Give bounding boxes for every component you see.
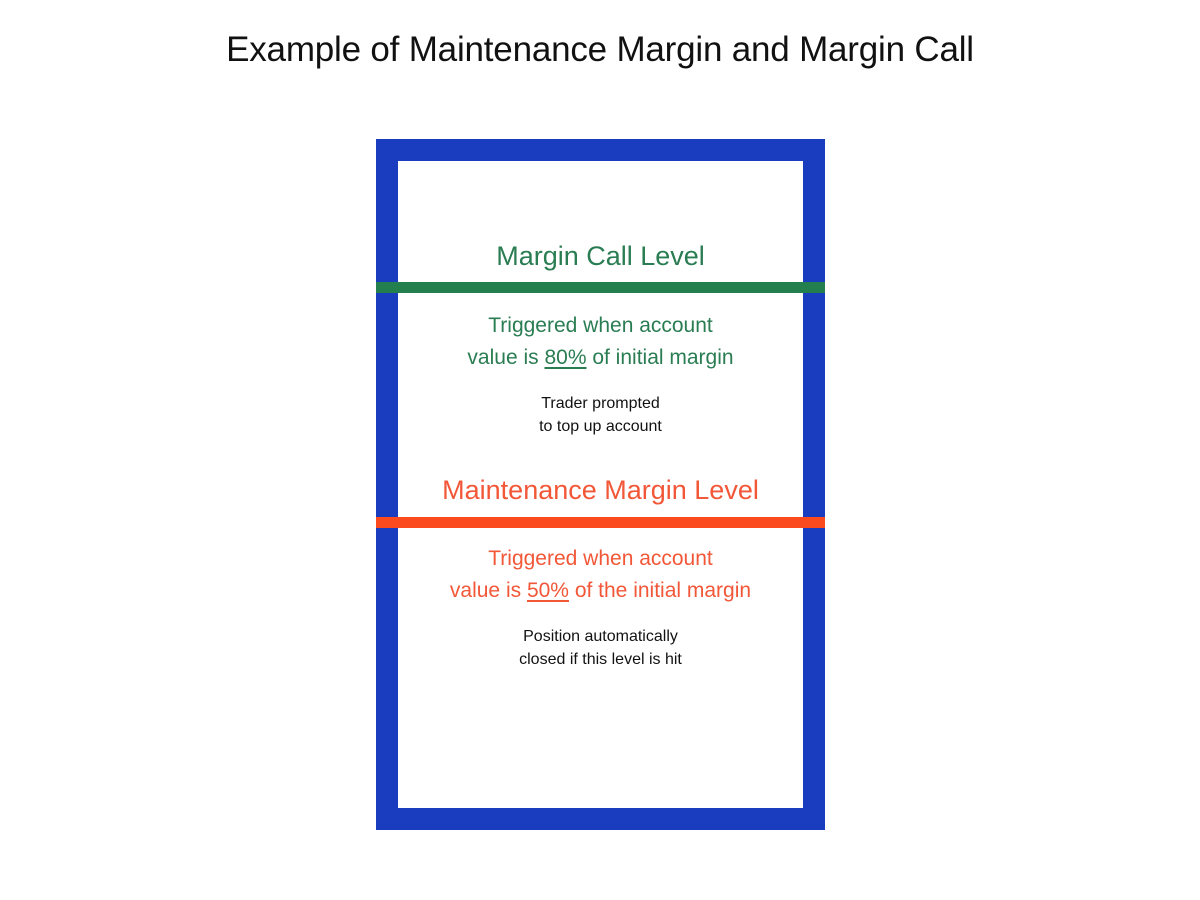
- margin-call-note-line-2: to top up account: [539, 417, 662, 435]
- page-title: Example of Maintenance Margin and Margin…: [226, 30, 974, 69]
- margin-call-description-line-2: value is 80% of initial margin: [376, 342, 825, 374]
- margin-call-level-line: [376, 282, 825, 293]
- margin-call-percent: 80%: [544, 345, 587, 369]
- margin-call-note-line-1: Trader prompted: [541, 395, 660, 412]
- margin-call-description-suffix: of initial margin: [586, 345, 734, 369]
- maintenance-margin-description-suffix: of the initial margin: [568, 578, 752, 602]
- margin-call-level-heading: Margin Call Level: [496, 241, 705, 271]
- maintenance-margin-note: Position automatically closed if this le…: [376, 626, 825, 671]
- margin-call-description: Triggered when account value is 80% of i…: [376, 310, 825, 374]
- maintenance-margin-level-heading: Maintenance Margin Level: [442, 475, 759, 505]
- maintenance-margin-note-line-2: closed if this level is hit: [519, 650, 682, 668]
- margin-call-description-prefix: value is: [467, 345, 545, 369]
- maintenance-margin-note-line-1: Position automatically: [523, 628, 678, 645]
- maintenance-margin-description-line-1: Triggered when account: [488, 547, 713, 570]
- margin-call-note: Trader prompted to top up account: [376, 393, 825, 438]
- maintenance-margin-percent: 50%: [526, 578, 569, 602]
- maintenance-margin-level-line: [376, 517, 825, 528]
- maintenance-margin-description-line-2: value is 50% of the initial margin: [376, 575, 825, 607]
- diagram-frame: [376, 139, 825, 830]
- maintenance-margin-description-prefix: value is: [449, 578, 527, 602]
- margin-call-description-line-1: Triggered when account: [488, 314, 713, 337]
- maintenance-margin-description: Triggered when account value is 50% of t…: [376, 543, 825, 607]
